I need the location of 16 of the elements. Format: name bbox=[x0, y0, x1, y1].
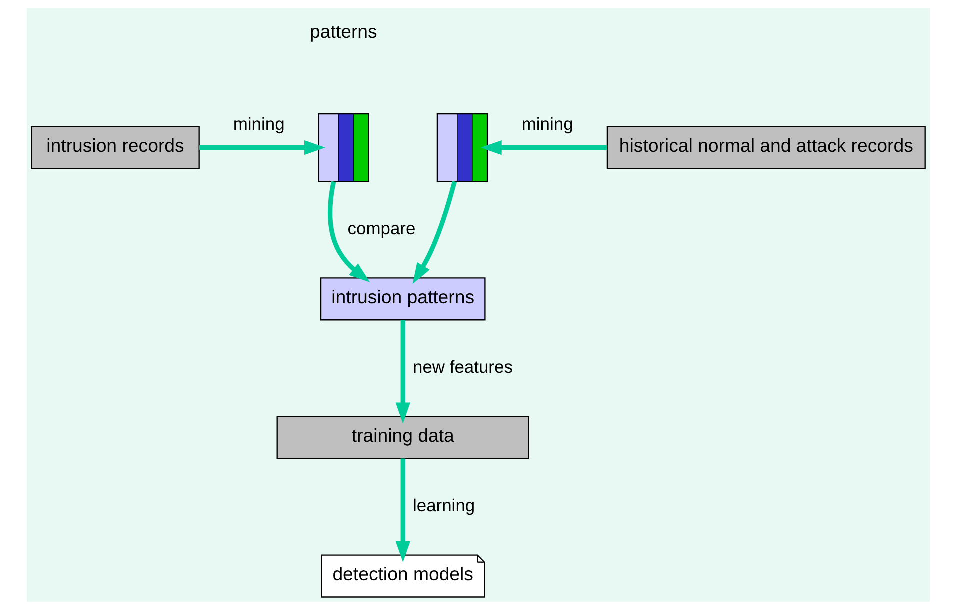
arrow bbox=[396, 458, 410, 562]
edge-label: mining bbox=[233, 114, 285, 134]
node-box: intrusion records bbox=[31, 126, 200, 170]
node-box: intrusion patterns bbox=[320, 278, 486, 321]
arrow bbox=[412, 181, 457, 284]
node-box: training data bbox=[276, 416, 530, 460]
arrow bbox=[328, 181, 370, 282]
label: patterns bbox=[310, 21, 378, 42]
arrow bbox=[396, 320, 410, 424]
edge-label: mining bbox=[522, 114, 574, 134]
arrow bbox=[480, 140, 608, 156]
edge-label: compare bbox=[348, 218, 416, 239]
arrow bbox=[200, 140, 326, 156]
node-box: historical normal and attack records bbox=[606, 126, 926, 170]
edge-label: new features bbox=[413, 357, 513, 378]
edge-label: learning bbox=[413, 496, 476, 516]
